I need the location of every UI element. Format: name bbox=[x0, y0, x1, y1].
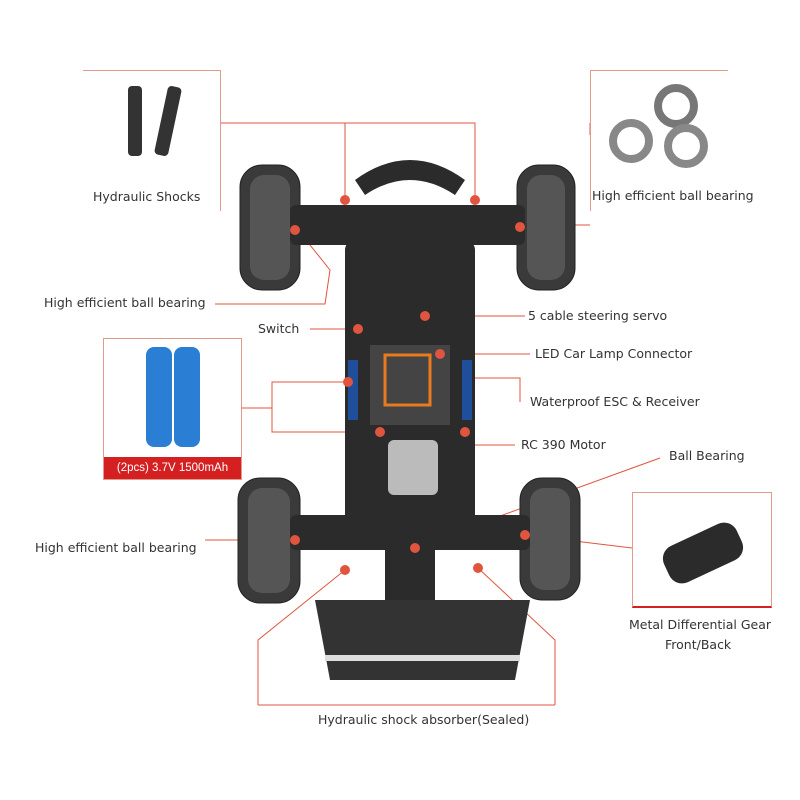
label-top-bearing: High efficient ball bearing bbox=[592, 188, 754, 203]
electronics bbox=[348, 345, 472, 495]
battery-icon bbox=[146, 347, 200, 447]
wheel-treads bbox=[248, 175, 570, 593]
callout-dots bbox=[290, 195, 530, 575]
label-differential-1: Metal Differential Gear bbox=[629, 617, 772, 632]
label-led-connector: LED Car Lamp Connector bbox=[535, 346, 693, 361]
label-ball-bearing: Ball Bearing bbox=[669, 448, 745, 463]
label-shock-absorber: Hydraulic shock absorber(Sealed) bbox=[318, 712, 530, 727]
label-left-front-bearing: High efficient ball bearing bbox=[44, 295, 206, 310]
battery-banner: (2pcs) 3.7V 1500mAh bbox=[104, 457, 241, 479]
label-motor: RC 390 Motor bbox=[521, 437, 606, 452]
differential-icon bbox=[662, 522, 744, 584]
label-hydraulic-shocks: Hydraulic Shocks bbox=[93, 189, 201, 204]
label-differential-2: Front/Back bbox=[665, 637, 732, 652]
bearing-icon bbox=[609, 84, 708, 168]
bearing-box bbox=[590, 70, 728, 211]
label-switch: Switch bbox=[258, 321, 300, 336]
differential-box bbox=[632, 492, 772, 608]
battery-box: (2pcs) 3.7V 1500mAh bbox=[103, 338, 242, 480]
label-left-rear-bearing: High efficient ball bearing bbox=[35, 540, 197, 555]
label-esc-receiver: Waterproof ESC & Receiver bbox=[530, 394, 700, 409]
shock-icon bbox=[128, 86, 182, 156]
label-steering-servo: 5 cable steering servo bbox=[528, 308, 668, 323]
hydraulic-shocks-box: Hydraulic Shocks bbox=[83, 70, 221, 211]
